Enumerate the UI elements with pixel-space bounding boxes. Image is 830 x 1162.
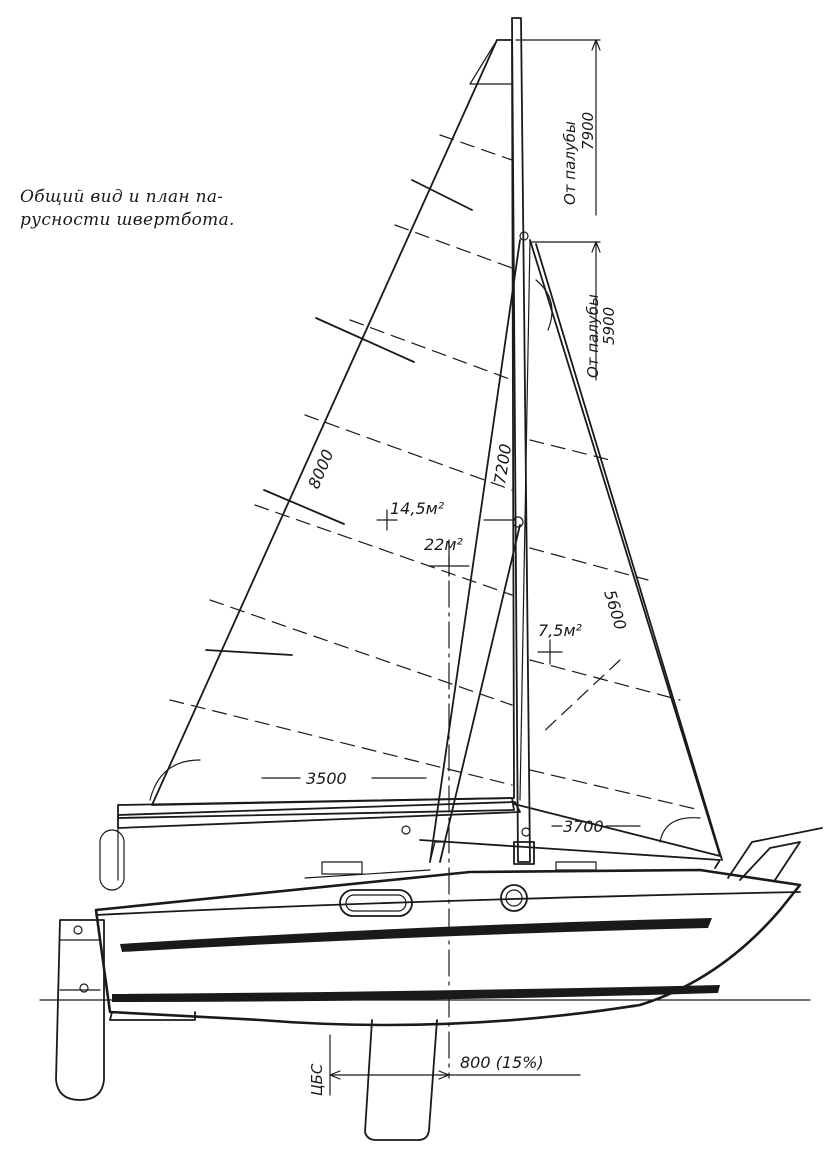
rudder <box>55 919 105 1101</box>
boom-length-label: 3500 <box>306 769 347 788</box>
caption-line-1: Общий вид и план па- <box>20 187 224 207</box>
mainsail-luff-label: 8000 <box>304 447 337 492</box>
mast-height-value-1: 7900 <box>579 112 597 150</box>
clr-dimension <box>329 1034 581 1096</box>
clr-label: ЦБС <box>308 1063 326 1096</box>
jib-luff-label: 7200 <box>490 442 515 485</box>
cabin <box>99 801 721 891</box>
caption-line-2: русности швертбота. <box>20 210 235 230</box>
bow-pulpit <box>727 827 823 881</box>
mast-height-label-1: От палубы <box>561 121 579 205</box>
total-area-label: 22м² <box>424 535 463 554</box>
hull <box>94 868 802 1027</box>
jib <box>513 239 723 861</box>
foot-dimensions <box>261 777 641 827</box>
mainsail <box>149 39 515 806</box>
forestay-height-label: От палубы <box>584 294 602 378</box>
rigging <box>429 239 521 863</box>
mainsail-area-label: 14,5м² <box>390 499 445 518</box>
centerboard <box>364 1019 438 1141</box>
jib-area-label: 7,5м² <box>538 621 583 640</box>
jib-foot-label: 3700 <box>563 817 604 836</box>
jib-leech-label: 5600 <box>600 588 630 632</box>
clr-offset-label: 800 (15%) <box>460 1053 544 1072</box>
mast <box>511 17 535 865</box>
forestay-height-value: 5900 <box>600 307 618 345</box>
caption: Общий вид и план па- русности швертбота. <box>20 186 290 232</box>
height-dimensions <box>515 39 601 381</box>
centre-lines <box>376 509 563 1079</box>
